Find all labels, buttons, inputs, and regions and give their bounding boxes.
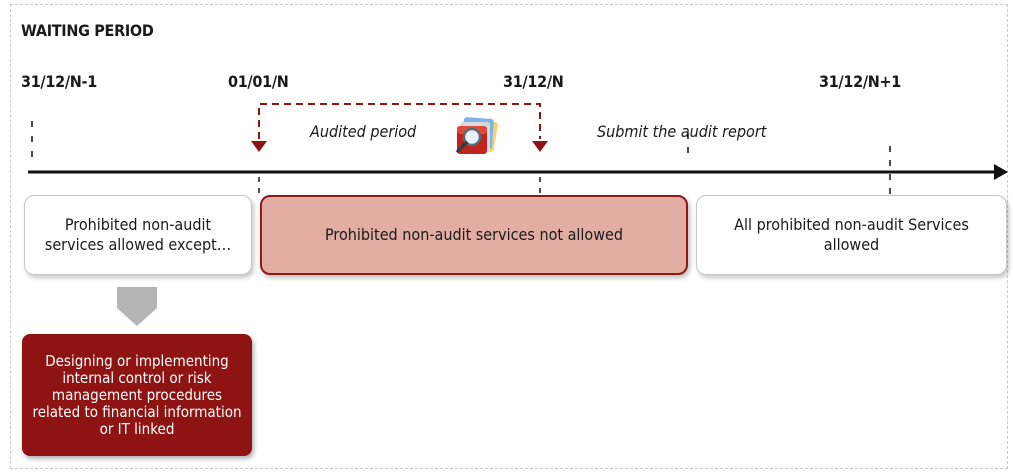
- timeline-arrowhead: [994, 164, 1008, 180]
- folder-magnifier-icon: [456, 117, 498, 154]
- box-after-report: All prohibited non-audit Services allowe…: [696, 195, 1007, 275]
- down-arrow-icon: [117, 287, 157, 326]
- bracket-arrow-right: [532, 141, 548, 152]
- submit-report-label: Submit the audit report: [597, 122, 767, 141]
- exception-box: Designing or implementing internal contr…: [22, 334, 252, 456]
- box-audit-period: Prohibited non-audit services not allowe…: [260, 195, 688, 275]
- date-label-start: 31/12/N-1: [21, 72, 97, 91]
- date-label-end: 31/12/N+1: [819, 72, 902, 91]
- audited-period-bracket: [258, 103, 541, 139]
- date-label-audit-start: 01/01/N: [228, 72, 289, 91]
- diagram-frame: [10, 4, 1008, 469]
- date-label-audit-end: 31/12/N: [503, 72, 564, 91]
- audited-period-label: Audited period: [310, 122, 417, 141]
- box-before-audit: Prohibited non-audit services allowed ex…: [24, 195, 252, 275]
- diagram-title: WAITING PERIOD: [21, 21, 154, 40]
- bracket-arrow-left: [251, 141, 267, 152]
